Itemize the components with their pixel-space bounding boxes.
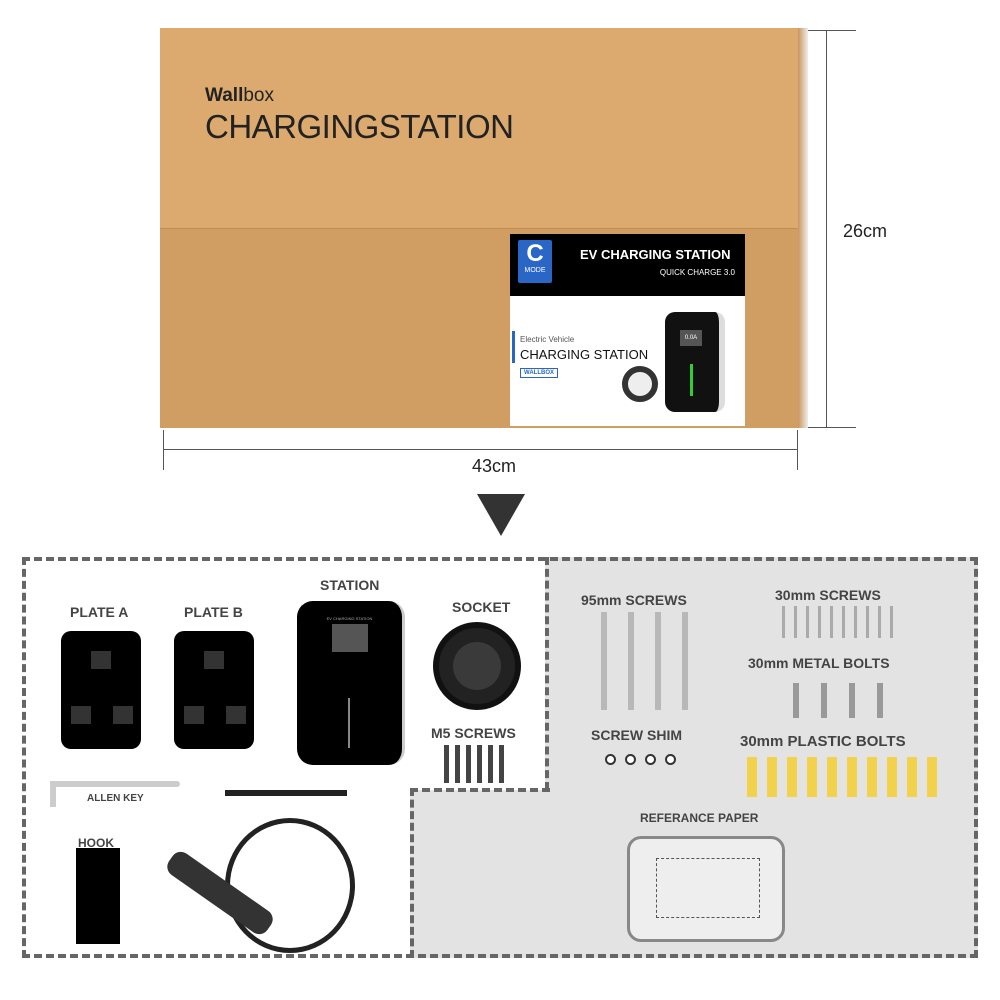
inner-dash-v2 [545,557,549,790]
screws-30 [782,606,900,638]
label-tag: WALLBOX [520,368,558,378]
socket-label: SOCKET [452,599,511,615]
dim-line-width [163,449,798,450]
m5-screws [444,745,508,783]
reference-paper-outline [656,858,760,918]
plate-b [174,631,254,749]
screws-95-label: 95mm SCREWS [581,592,687,608]
screw-shim-label: SCREW SHIM [591,727,682,743]
width-label: 43cm [472,456,517,476]
allen-key-bend [50,781,56,807]
station-screen [332,624,368,652]
allen-key-label: ALLEN KEY [87,793,144,804]
shim [605,754,616,765]
label-subheading: QUICK CHARGE 3.0 [659,268,735,277]
box-title: CHARGINGSTATION [205,108,514,145]
hook-label: HOOK [78,836,114,850]
metal-bolts-label: 30mm METAL BOLTS [748,655,890,671]
dim-tick-right [797,430,798,470]
station-label: STATION [320,577,380,593]
socket [433,622,521,710]
station-led [348,698,350,748]
dim-tick-top [808,30,856,31]
plate-a [61,631,141,749]
height-label: 26cm [843,219,888,244]
dim-line-height [826,30,827,428]
metal-bolts [793,683,887,718]
box-top-panel [160,28,805,228]
reference-paper [627,836,785,942]
cable-coil-image [622,366,658,402]
power-cable [225,790,347,796]
reference-paper-label: REFERANCE PAPER [640,811,759,825]
shim [665,754,676,765]
inner-dash-h [410,788,550,792]
charger-screen: 0.0A [680,330,702,346]
plate-b-label: PLATE B [184,604,243,620]
plate-a-label: PLATE A [70,604,129,620]
contents-border [22,557,978,958]
hardware-panel-extension [410,790,550,958]
screws-95 [601,612,691,710]
charging-cable-coil [225,818,355,953]
label-heading: EV CHARGING STATION [580,247,731,262]
allen-key [50,781,180,787]
plastic-bolts [747,757,937,797]
down-arrow-icon [477,494,525,536]
label-line2: CHARGING STATION [520,347,649,362]
dim-tick-left [163,430,164,470]
station: EV CHARGING STATION [297,601,405,765]
inner-dash-v [410,788,414,958]
shim [625,754,636,765]
box-brand: Wallbox [205,85,274,106]
charger-led [690,364,693,396]
dim-tick-bottom [808,427,856,428]
m5-screws-label: M5 SCREWS [431,725,516,741]
station-brand-text: EV CHARGING STATION [326,616,373,621]
label-accent-bar [512,331,515,363]
box-side [798,28,808,428]
hook [76,848,120,944]
charger-image: 0.0A [665,312,725,412]
plastic-bolts-label: 30mm PLASTIC BOLTS [740,733,906,750]
shim [645,754,656,765]
screws-30-label: 30mm SCREWS [775,587,881,603]
label-line1: Electric Vehicle [520,335,575,344]
